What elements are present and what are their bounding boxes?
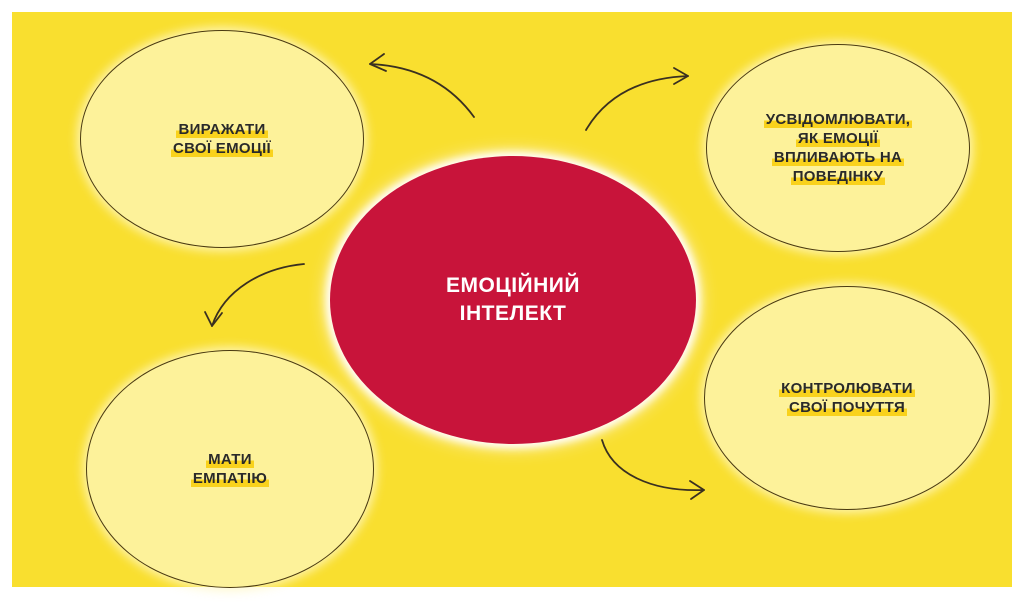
node-awareness-line-4: ПОВЕДІНКУ [790, 168, 886, 185]
arrow-to-control-feelings [601, 439, 705, 491]
node-awareness-line-1: УСВІДОМЛЮВАТИ, [763, 111, 913, 128]
node-control-line-2: СВОЇ ПОЧУТТЯ [786, 399, 908, 416]
node-express-emotions-line-1: ВИРАЖАТИ [176, 121, 268, 138]
node-empathy-line-2: ЕМПАТІЮ [190, 470, 270, 487]
node-express-emotions-line-2: СВОЇ ЕМОЦІЇ [171, 140, 273, 157]
node-awareness-line-2: ЯК ЕМОЦІЇ [795, 130, 881, 147]
arrow-head-express-emotions [369, 53, 387, 72]
arrow-head-awareness [673, 67, 689, 85]
node-empathy-line-1: МАТИ [206, 451, 254, 468]
center-node-emotional-intelligence: ЕМОЦІЙНИЙ ІНТЕЛЕКТ [330, 156, 696, 444]
arrow-head-empathy [204, 311, 223, 327]
node-control-feelings: КОНТРОЛЮВАТИ СВОЇ ПОЧУТТЯ [704, 286, 990, 510]
node-awareness-emotions-behavior-label: УСВІДОМЛЮВАТИ, ЯК ЕМОЦІЇ ВПЛИВАЮТЬ НА ПО… [763, 110, 913, 186]
node-have-empathy-label: МАТИ ЕМПАТІЮ [190, 450, 270, 488]
arrow-head-control-feelings [689, 480, 705, 500]
node-control-line-1: КОНТРОЛЮВАТИ [779, 380, 915, 397]
node-express-emotions: ВИРАЖАТИ СВОЇ ЕМОЦІЇ [80, 30, 364, 248]
arrow-to-empathy [211, 263, 305, 327]
arrow-to-express-emotions [369, 63, 475, 118]
node-control-feelings-label: КОНТРОЛЮВАТИ СВОЇ ПОЧУТТЯ [779, 379, 915, 417]
node-express-emotions-label: ВИРАЖАТИ СВОЇ ЕМОЦІЇ [171, 120, 273, 158]
arrow-to-awareness [585, 75, 689, 131]
center-line-1: ЕМОЦІЙНИЙ [446, 274, 580, 297]
node-awareness-line-3: ВПЛИВАЮТЬ НА [771, 149, 905, 166]
node-awareness-emotions-behavior: УСВІДОМЛЮВАТИ, ЯК ЕМОЦІЇ ВПЛИВАЮТЬ НА ПО… [706, 44, 970, 252]
center-line-2: ІНТЕЛЕКТ [459, 302, 567, 325]
node-have-empathy: МАТИ ЕМПАТІЮ [86, 350, 374, 588]
center-node-label: ЕМОЦІЙНИЙ ІНТЕЛЕКТ [446, 272, 580, 328]
